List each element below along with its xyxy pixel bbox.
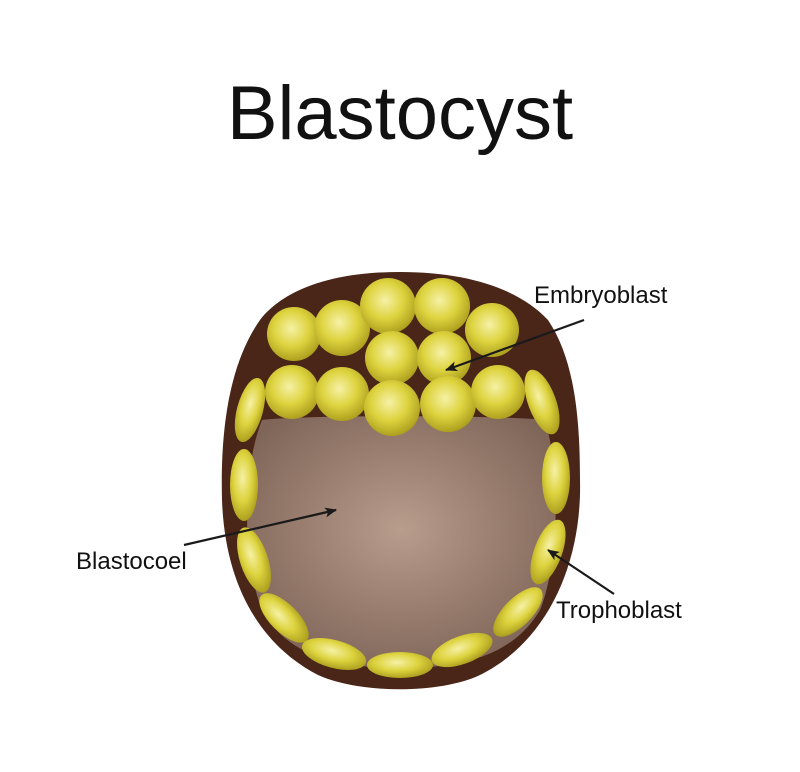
embryoblast-cell [314, 300, 370, 356]
embryoblast-cell [364, 380, 420, 436]
trophoblast-cell [301, 638, 367, 670]
embryoblast-cell [420, 376, 476, 432]
embryoblast-label: Embryoblast [534, 282, 668, 309]
trophoblast-cell [542, 442, 570, 514]
embryoblast-cells [265, 278, 525, 436]
embryoblast-cell [414, 278, 470, 334]
blastocoel-cavity [247, 416, 556, 668]
trophoblast-cell [230, 449, 258, 521]
trophoblast-cells [230, 369, 570, 678]
embryoblast-cell [471, 365, 525, 419]
embryoblast-cell [465, 303, 519, 357]
trophoblast-cell [259, 593, 309, 643]
trophoblast-cell [367, 652, 433, 678]
trophoblast-cell [234, 377, 266, 443]
embryoblast-cell [265, 365, 319, 419]
diagram-title: Blastocyst [226, 71, 574, 156]
trophoblast-cell [237, 527, 271, 593]
blastocoel-arrow [183, 507, 337, 547]
embryoblast-cell [365, 331, 419, 385]
embryoblast-arrow [445, 318, 585, 372]
trophoblast-cell [431, 632, 493, 668]
embryoblast-cell [267, 307, 321, 361]
trophoblast-label: Trophoblast [556, 597, 682, 624]
embryoblast-cell [417, 331, 471, 385]
trophoblast-arrow [547, 549, 615, 595]
blastocoel-label: Blastocoel [76, 548, 187, 575]
trophoblast-cell [524, 369, 560, 435]
embryoblast-cell [360, 278, 416, 334]
trophoblast-cell [493, 587, 543, 637]
embryoblast-cell [315, 367, 369, 421]
